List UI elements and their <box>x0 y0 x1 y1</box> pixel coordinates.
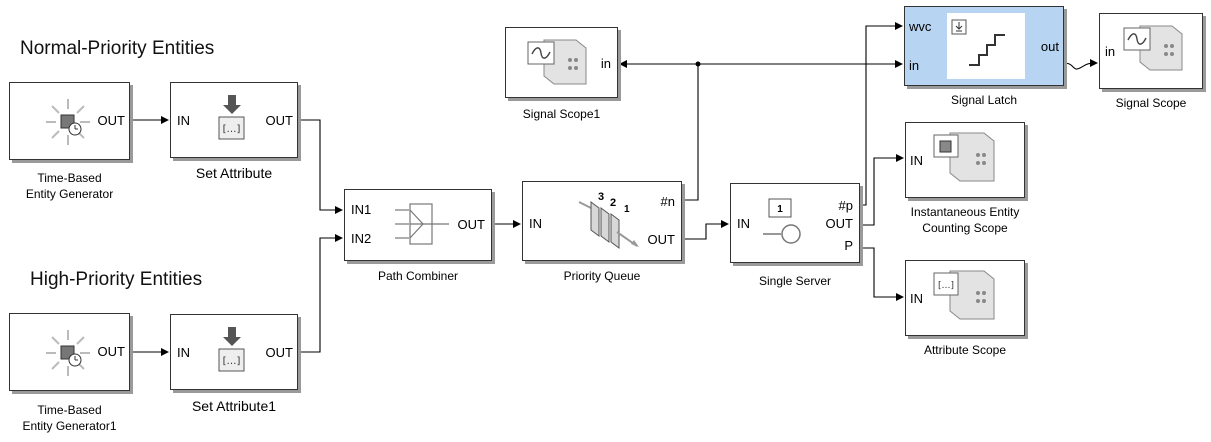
single-server-label: Single Server <box>758 274 832 288</box>
heading-normal-priority: Normal-Priority Entities <box>20 38 215 59</box>
port-out: OUT <box>97 344 125 359</box>
entity-generator-block[interactable]: OUT <box>9 82 130 160</box>
wire-server-pp-attr <box>860 247 904 301</box>
set-attribute-label: Set Attribute <box>195 165 273 181</box>
single-server-block[interactable]: IN #p OUT P 1 <box>730 183 860 263</box>
path-combiner-block[interactable]: IN1 IN2 OUT <box>344 189 492 261</box>
port-in: IN <box>177 345 190 360</box>
counting-scope-icon <box>933 132 995 182</box>
signal-latch-block[interactable]: wvc in out <box>904 6 1064 86</box>
branch-junction <box>695 61 701 67</box>
attribute-bracket: […] <box>938 281 954 291</box>
scope-icon <box>1123 25 1183 71</box>
set-attribute1-block[interactable]: IN […] OUT <box>170 314 298 390</box>
label-line-1: Instantaneous Entity <box>910 205 1020 219</box>
wire-server-out-count <box>860 154 904 226</box>
priority-number-2: 2 <box>610 197 616 209</box>
label-line-1: Time-Based <box>37 403 102 417</box>
attribute-bracket: […] <box>223 356 241 367</box>
wire-server-p-latch <box>860 22 903 206</box>
port-in: in <box>600 56 611 71</box>
port-out: OUT <box>265 113 293 128</box>
port-in: IN <box>910 153 923 168</box>
counting-scope-block[interactable]: IN <box>905 122 1025 198</box>
wire-queue-n-signal <box>619 60 699 201</box>
port-in: in <box>1105 44 1116 59</box>
label-line-2: Entity Generator <box>25 187 114 201</box>
port-in2: IN2 <box>351 231 372 246</box>
entity-generator-icon <box>46 330 90 376</box>
port-wvc: wvc <box>909 19 932 34</box>
priority-number-1: 1 <box>624 204 630 215</box>
port-out: OUT <box>457 217 485 232</box>
port-n: #n <box>660 194 675 209</box>
label-line-2: Entity Generator1 <box>22 419 117 433</box>
port-in: IN <box>737 216 750 231</box>
signal-scope1-block[interactable]: in <box>505 27 618 98</box>
label-line-2: Counting Scope <box>922 221 1008 235</box>
signal-latch-icon <box>947 13 1025 79</box>
port-in: IN <box>910 291 923 306</box>
port-pp: P <box>844 238 853 253</box>
port-out: out <box>1040 39 1059 54</box>
priority-queue-icon: 3 2 1 <box>578 191 639 249</box>
attribute-scope-label: Attribute Scope <box>923 343 1007 357</box>
port-in: in <box>909 58 920 73</box>
port-out: OUT <box>647 232 675 247</box>
entity-generator-icon <box>46 99 90 145</box>
heading-high-priority: High-Priority Entities <box>30 269 203 290</box>
signal-latch-label: Signal Latch <box>950 93 1018 107</box>
set-attribute-icon: […] <box>218 327 245 372</box>
priority-number-3: 3 <box>598 191 604 203</box>
priority-queue-block[interactable]: IN #n OUT 3 2 1 <box>522 181 682 261</box>
attribute-bracket: […] <box>223 124 241 135</box>
port-out: OUT <box>265 345 293 360</box>
server-capacity: 1 <box>777 204 783 215</box>
signal-scope1-label: Signal Scope1 <box>522 107 601 121</box>
attribute-scope-icon: […] <box>933 270 995 320</box>
port-in: IN <box>177 113 190 128</box>
path-combiner-label: Path Combiner <box>377 269 459 283</box>
wire-queue-server <box>682 220 729 240</box>
port-out: OUT <box>97 113 125 128</box>
scope-icon <box>527 39 587 85</box>
port-in1: IN1 <box>351 202 372 217</box>
port-out: OUT <box>825 216 853 231</box>
wire-latch-out-scope <box>1063 59 1098 70</box>
signal-scope-label: Signal Scope <box>1115 96 1187 110</box>
attribute-scope-block[interactable]: IN […] <box>905 260 1025 336</box>
entity-generator1-label: Time-Based Entity Generator1 <box>9 402 130 434</box>
set-attribute-icon: […] <box>218 95 245 140</box>
entity-generator-label: Time-Based Entity Generator <box>9 170 130 202</box>
wire-setattr-combiner <box>298 119 343 214</box>
port-in: IN <box>529 216 542 231</box>
entity-generator1-block[interactable]: OUT <box>9 313 130 391</box>
counting-scope-label: Instantaneous Entity Counting Scope <box>885 204 1045 236</box>
single-server-icon: 1 <box>763 198 801 244</box>
priority-queue-label: Priority Queue <box>563 269 641 283</box>
set-attribute-block[interactable]: IN […] OUT <box>170 82 298 158</box>
label-line-1: Time-Based <box>37 171 102 185</box>
signal-scope-block[interactable]: in <box>1099 13 1203 89</box>
port-p: #p <box>838 198 853 213</box>
set-attribute1-label: Set Attribute1 <box>191 398 277 414</box>
wire-setattr1-combiner <box>298 234 343 353</box>
path-combiner-icon <box>395 203 449 245</box>
